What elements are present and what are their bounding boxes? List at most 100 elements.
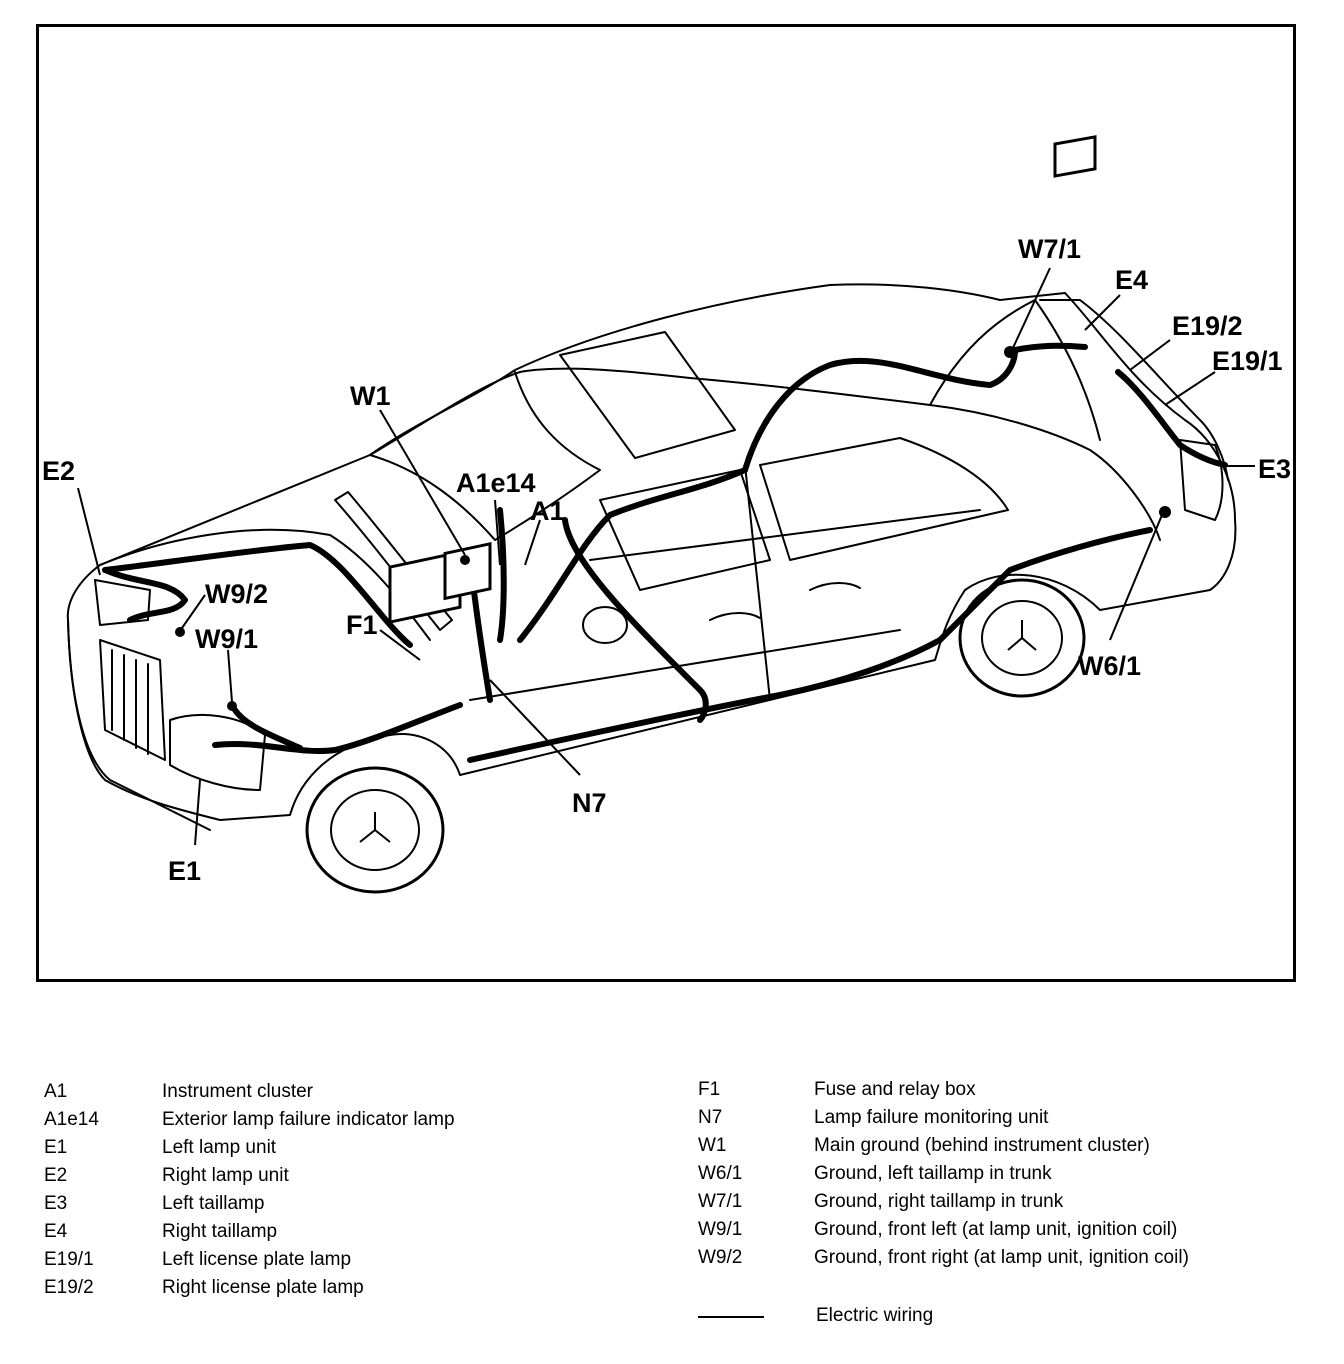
legend-row: E1 Left lamp unit: [44, 1134, 455, 1162]
rear-window: [929, 299, 1101, 441]
door-line: [469, 509, 981, 701]
leader-e2: [77, 487, 101, 576]
sunroof: [559, 331, 736, 459]
callout-a1e14: A1e14: [456, 468, 536, 498]
leader-e19-1: [1164, 371, 1216, 406]
roof-outline: [369, 367, 1161, 541]
leader-e1: [194, 779, 201, 846]
legend-code: W7/1: [698, 1191, 743, 1212]
legend-code: E19/1: [44, 1249, 94, 1270]
b-pillar: [744, 464, 771, 701]
legend-row: A1e14 Exterior lamp failure indicator lam…: [44, 1106, 455, 1134]
callout-e2: E2: [42, 456, 75, 486]
callout-w7-1: W7/1: [1018, 234, 1081, 264]
legend-desc: Right license plate lamp: [162, 1277, 364, 1298]
harness-sill: [467, 527, 1153, 763]
legend-code: A1e14: [44, 1109, 99, 1130]
legend-code: E4: [44, 1221, 68, 1242]
legend-desc: Ground, front left (at lamp unit, igniti…: [814, 1219, 1178, 1240]
windshield: [369, 371, 601, 541]
legend-desc: Left lamp unit: [162, 1137, 277, 1158]
ground-w7-1-point: [1004, 346, 1016, 358]
ground-w9-2-point: [175, 627, 185, 637]
trunk-lid: [1039, 299, 1229, 481]
callout-f1: F1: [346, 610, 378, 640]
leader-w9-2: [181, 594, 206, 629]
side-mirror: [582, 606, 628, 644]
front-side-window: [599, 469, 771, 591]
harness-floor: [562, 517, 709, 723]
legend-row: W6/1 Ground, left taillamp in trunk: [698, 1160, 1189, 1188]
legend-code: F1: [698, 1079, 721, 1100]
front-wheel-star: [359, 812, 391, 843]
harness-front: [102, 542, 413, 648]
lamp-monitor-unit: [443, 542, 492, 601]
cowl-vent: [334, 491, 453, 631]
legend-left-column: A1 Instrument cluster A1e14 Exterior lamp …: [44, 1078, 455, 1302]
leader-a1e14: [494, 499, 501, 566]
callout-a1: A1: [530, 496, 565, 526]
callout-e3: E3: [1258, 454, 1291, 484]
leader-e19-2: [1129, 339, 1171, 371]
leader-f1: [379, 629, 421, 661]
front-wheel: [305, 766, 445, 894]
callout-e19-2: E19/2: [1172, 311, 1243, 341]
legend-code: W6/1: [698, 1163, 743, 1184]
leader-n7: [489, 679, 581, 776]
legend-code: E2: [44, 1165, 68, 1186]
legend-desc: Ground, right taillamp in trunk: [814, 1191, 1064, 1212]
headlamp-right: [94, 579, 151, 626]
leader-w7-1: [1011, 267, 1051, 351]
callout-w1: W1: [350, 381, 391, 411]
car-wiring-illustration: W7/1 E4 E19/2 E19/1 E3 W1 A1e14 A1 E2 W9…: [42, 135, 1291, 894]
legend-desc: Ground, front right (at lamp unit, ignit…: [814, 1247, 1189, 1268]
callout-n7: N7: [572, 788, 607, 818]
legend-code: W9/2: [698, 1247, 743, 1268]
harness-trunk: [1115, 369, 1228, 468]
wiring-key-label: Electric wiring: [816, 1305, 934, 1326]
callout-e1: E1: [168, 856, 201, 886]
legend-desc: Exterior lamp failure indicator lamp: [162, 1109, 455, 1130]
legend-desc: Left taillamp: [162, 1193, 265, 1214]
legend-code: E1: [44, 1137, 68, 1158]
callout-e19-1: E19/1: [1212, 346, 1283, 376]
legend-row: E2 Right lamp unit: [44, 1162, 455, 1190]
diagram-frame: [36, 24, 1296, 982]
rear-wheel: [958, 578, 1086, 698]
rear-side-window: [759, 437, 1009, 561]
callout-w6-1: W6/1: [1078, 651, 1141, 681]
legend-desc: Ground, left taillamp in trunk: [814, 1163, 1052, 1184]
rear-wheel-star: [1007, 620, 1037, 651]
legend-code: W9/1: [698, 1219, 743, 1240]
legend-row: W9/2 Ground, front right (at lamp unit, i…: [698, 1244, 1189, 1272]
harness-roof: [742, 347, 1018, 473]
leader-e4: [1084, 294, 1121, 331]
rear-wheel-hub: [981, 600, 1063, 676]
legend-code: E19/2: [44, 1277, 94, 1298]
wiring-key: Electric wiring: [698, 1302, 933, 1330]
legend-row: A1 Instrument cluster: [44, 1078, 455, 1106]
legend-desc: Instrument cluster: [162, 1081, 313, 1102]
harness-left-front: [212, 702, 463, 755]
leader-w9-1: [227, 649, 233, 703]
ground-w9-1-point: [227, 701, 237, 711]
headlamp-left: [169, 714, 266, 791]
legend-code: A1: [44, 1081, 68, 1102]
front-bumper: [67, 619, 211, 831]
legend-code: W1: [698, 1135, 727, 1156]
legend-desc: Right lamp unit: [162, 1165, 289, 1186]
taillamp-right-box: [1053, 135, 1097, 178]
front-wheel-hub: [330, 789, 420, 871]
legend-row: E19/2 Right license plate lamp: [44, 1274, 455, 1302]
door-handle: [709, 582, 861, 621]
harness-a-pillar: [517, 467, 748, 643]
leader-w6-1: [1109, 514, 1163, 641]
legend-row: W9/1 Ground, front left (at lamp unit, ig…: [698, 1216, 1189, 1244]
harness-right-rear: [1012, 342, 1088, 353]
callout-e4: E4: [1115, 265, 1148, 295]
harness-lamp-front: [102, 567, 303, 751]
